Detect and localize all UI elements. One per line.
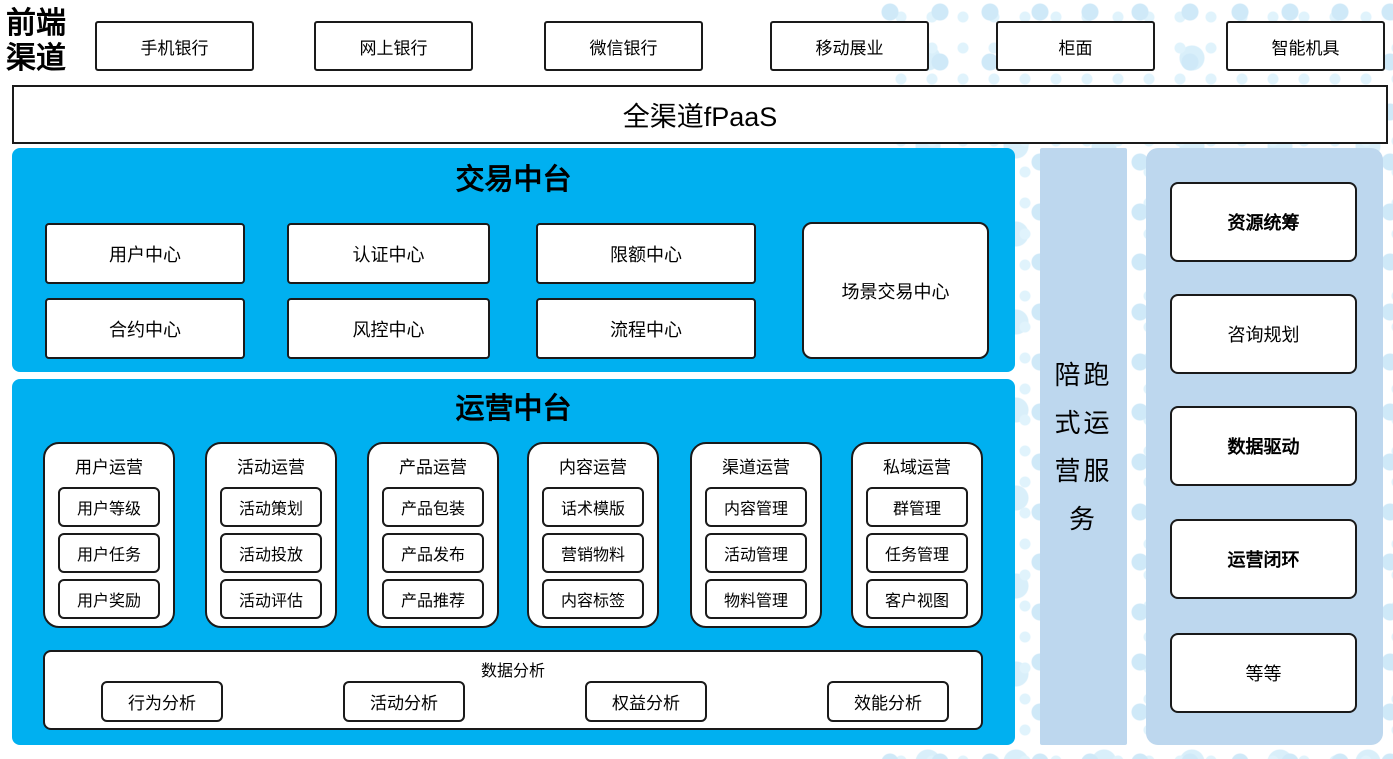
ops-item: 活动管理	[705, 533, 807, 573]
channel-box-mobile-marketing: 移动展业	[770, 21, 929, 71]
channel-box-online-banking: 网上银行	[314, 21, 473, 71]
ops-item: 营销物料	[542, 533, 644, 573]
data-analysis-panel: 数据分析 行为分析 活动分析 权益分析 效能分析	[43, 650, 983, 730]
service-box-operations-loop: 运营闭环	[1170, 519, 1357, 599]
channel-box-smart-devices: 智能机具	[1226, 21, 1385, 71]
ops-column-product-operations: 产品运营 产品包装 产品发布 产品推荐	[367, 442, 499, 628]
ops-item: 任务管理	[866, 533, 968, 573]
ops-item: 产品包装	[382, 487, 484, 527]
transaction-platform-section: 交易中台 用户中心 认证中心 限额中心 合约中心 风控中心 流程中心 场景交易中…	[12, 148, 1015, 372]
data-analysis-title: 数据分析	[480, 663, 545, 680]
center-box-limit: 限额中心	[536, 223, 756, 284]
ops-column-header: 产品运营	[399, 458, 467, 477]
ops-column-header: 渠道运营	[722, 458, 790, 477]
transaction-platform-title: 交易中台	[455, 164, 572, 196]
ops-column-channel-operations: 渠道运营 内容管理 活动管理 物料管理	[690, 442, 822, 628]
companion-service-label: 陪跑式运营服务	[1054, 359, 1113, 534]
channel-box-wechat-banking: 微信银行	[544, 21, 703, 71]
ops-item: 活动评估	[220, 579, 322, 619]
ops-item: 活动投放	[220, 533, 322, 573]
service-box-resource-coordination: 资源统筹	[1170, 182, 1357, 262]
ops-column-header: 内容运营	[559, 458, 627, 477]
service-box-data-driven: 数据驱动	[1170, 406, 1357, 486]
ops-column-campaign-operations: 活动运营 活动策划 活动投放 活动评估	[205, 442, 337, 628]
center-box-process: 流程中心	[536, 298, 756, 359]
ops-column-user-operations: 用户运营 用户等级 用户任务 用户奖励	[43, 442, 175, 628]
service-box-consulting-planning: 咨询规划	[1170, 294, 1357, 374]
analysis-box-benefit: 权益分析	[585, 681, 707, 722]
ops-column-header: 用户运营	[75, 458, 143, 477]
ops-item: 用户等级	[58, 487, 160, 527]
ops-item: 内容管理	[705, 487, 807, 527]
right-service-panel: 资源统筹 咨询规划 数据驱动 运营闭环 等等	[1146, 148, 1383, 745]
ops-item: 活动策划	[220, 487, 322, 527]
analysis-box-behavior: 行为分析	[101, 681, 223, 722]
ops-item: 客户视图	[866, 579, 968, 619]
ops-item: 群管理	[866, 487, 968, 527]
operations-platform-title: 运营中台	[455, 393, 572, 425]
ops-item: 产品发布	[382, 533, 484, 573]
service-box-etc: 等等	[1170, 633, 1357, 713]
operations-platform-section: 运营中台 用户运营 用户等级 用户任务 用户奖励 活动运营 活动策划 活动投放 …	[12, 379, 1015, 745]
ops-item: 话术模版	[542, 487, 644, 527]
ops-item: 产品推荐	[382, 579, 484, 619]
fpaas-bar: 全渠道fPaaS	[12, 85, 1388, 144]
ops-item: 用户奖励	[58, 579, 160, 619]
center-box-scene-transaction: 场景交易中心	[802, 222, 989, 359]
ops-column-content-operations: 内容运营 话术模版 营销物料 内容标签	[527, 442, 659, 628]
ops-item: 内容标签	[542, 579, 644, 619]
center-box-authentication: 认证中心	[287, 223, 490, 284]
ops-item: 用户任务	[58, 533, 160, 573]
companion-service-bar: 陪跑式运营服务	[1040, 148, 1127, 745]
ops-column-private-domain-operations: 私域运营 群管理 任务管理 客户视图	[851, 442, 983, 628]
ops-column-header: 私域运营	[883, 458, 951, 477]
center-box-risk-control: 风控中心	[287, 298, 490, 359]
channel-box-mobile-banking: 手机银行	[95, 21, 254, 71]
front-channels-label: 前端渠道	[6, 7, 66, 75]
analysis-box-efficiency: 效能分析	[827, 681, 949, 722]
ops-column-header: 活动运营	[237, 458, 305, 477]
channel-box-counter: 柜面	[996, 21, 1155, 71]
center-box-user: 用户中心	[45, 223, 245, 284]
center-box-contract: 合约中心	[45, 298, 245, 359]
analysis-box-campaign: 活动分析	[343, 681, 465, 722]
ops-item: 物料管理	[705, 579, 807, 619]
